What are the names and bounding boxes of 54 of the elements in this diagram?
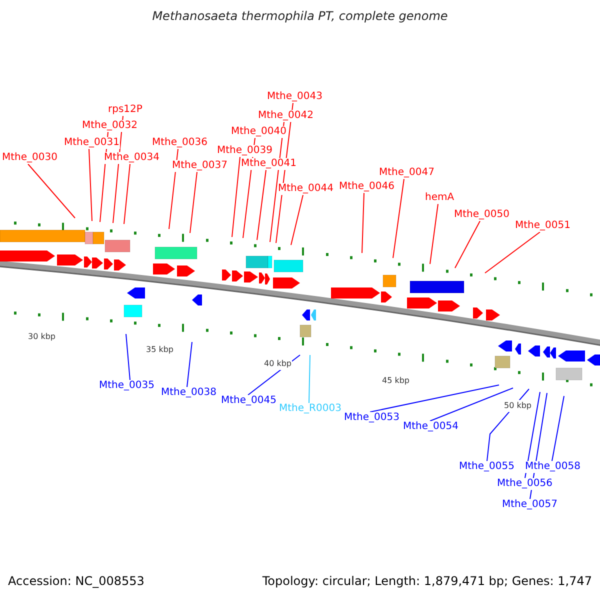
gene-label: rps12P [108,104,142,116]
gene-label: Mthe_0050 [454,209,510,221]
gene-label: Mthe_R0003 [279,403,342,415]
leader-line [308,354,310,404]
scale-label: 45 kbp [382,375,410,387]
leader-line [362,192,364,254]
gene-label: Mthe_0042 [258,110,314,122]
gene-label: Mthe_0057 [502,499,558,511]
gene-label: Mthe_0054 [403,421,458,433]
scale-label: 40 kbp [264,358,292,370]
gene-label: Mthe_0037 [172,160,228,172]
gene-label: Mthe_0046 [339,181,394,193]
gene-label: Mthe_0041 [241,158,296,170]
gene-label: Mthe_0058 [525,461,580,473]
gene-label: Mthe_0047 [379,167,434,179]
leader-line [126,334,130,380]
scale-label: 30 kbp [28,331,56,343]
leader-line [28,164,76,218]
gene-label: Mthe_0045 [221,395,276,407]
leader-line [430,204,438,264]
leader-line [484,232,540,274]
leader-line [430,388,514,422]
gene-label: Mthe_0038 [161,387,216,399]
gene-label: hemA [425,192,454,204]
leader-line [524,392,540,478]
leader-line [186,342,192,388]
leader-line [232,156,240,238]
gene-label: Mthe_0056 [497,478,552,490]
accession-text: Accession: NC_008553 [8,575,144,587]
gene-label: Mthe_0032 [82,120,138,132]
leader-line [454,220,480,268]
gene-label: Mthe_0044 [278,183,334,195]
gene-label: Mthe_0035 [99,380,154,392]
leader-line [392,178,404,258]
scale-label: 50 kbp [504,400,532,412]
gene-label: Mthe_0039 [217,145,272,157]
leader-line [256,170,266,240]
gene-label: Mthe_0040 [231,126,286,138]
genome-info-text: Topology: circular; Length: 1,879,471 bp; Genes: 1,747 [262,575,592,587]
gene-label: Mthe_0031 [64,137,120,149]
leader-line [370,384,500,412]
gene-label: Mthe_0051 [515,220,570,232]
leader-line [124,164,130,224]
leader-line [88,148,92,222]
leader-line [552,396,564,462]
gene-label: Mthe_0034 [104,152,160,164]
leader-line [190,172,198,234]
gene-label: Mthe_0043 [267,91,322,103]
gene-label: Mthe_0030 [2,152,58,164]
leader-line [290,194,304,246]
gene-label: Mthe_0055 [459,461,514,473]
gene-label: Mthe_0036 [152,137,208,149]
gene-label: Mthe_0053 [344,412,400,424]
scale-label: 35 kbp [146,344,174,356]
